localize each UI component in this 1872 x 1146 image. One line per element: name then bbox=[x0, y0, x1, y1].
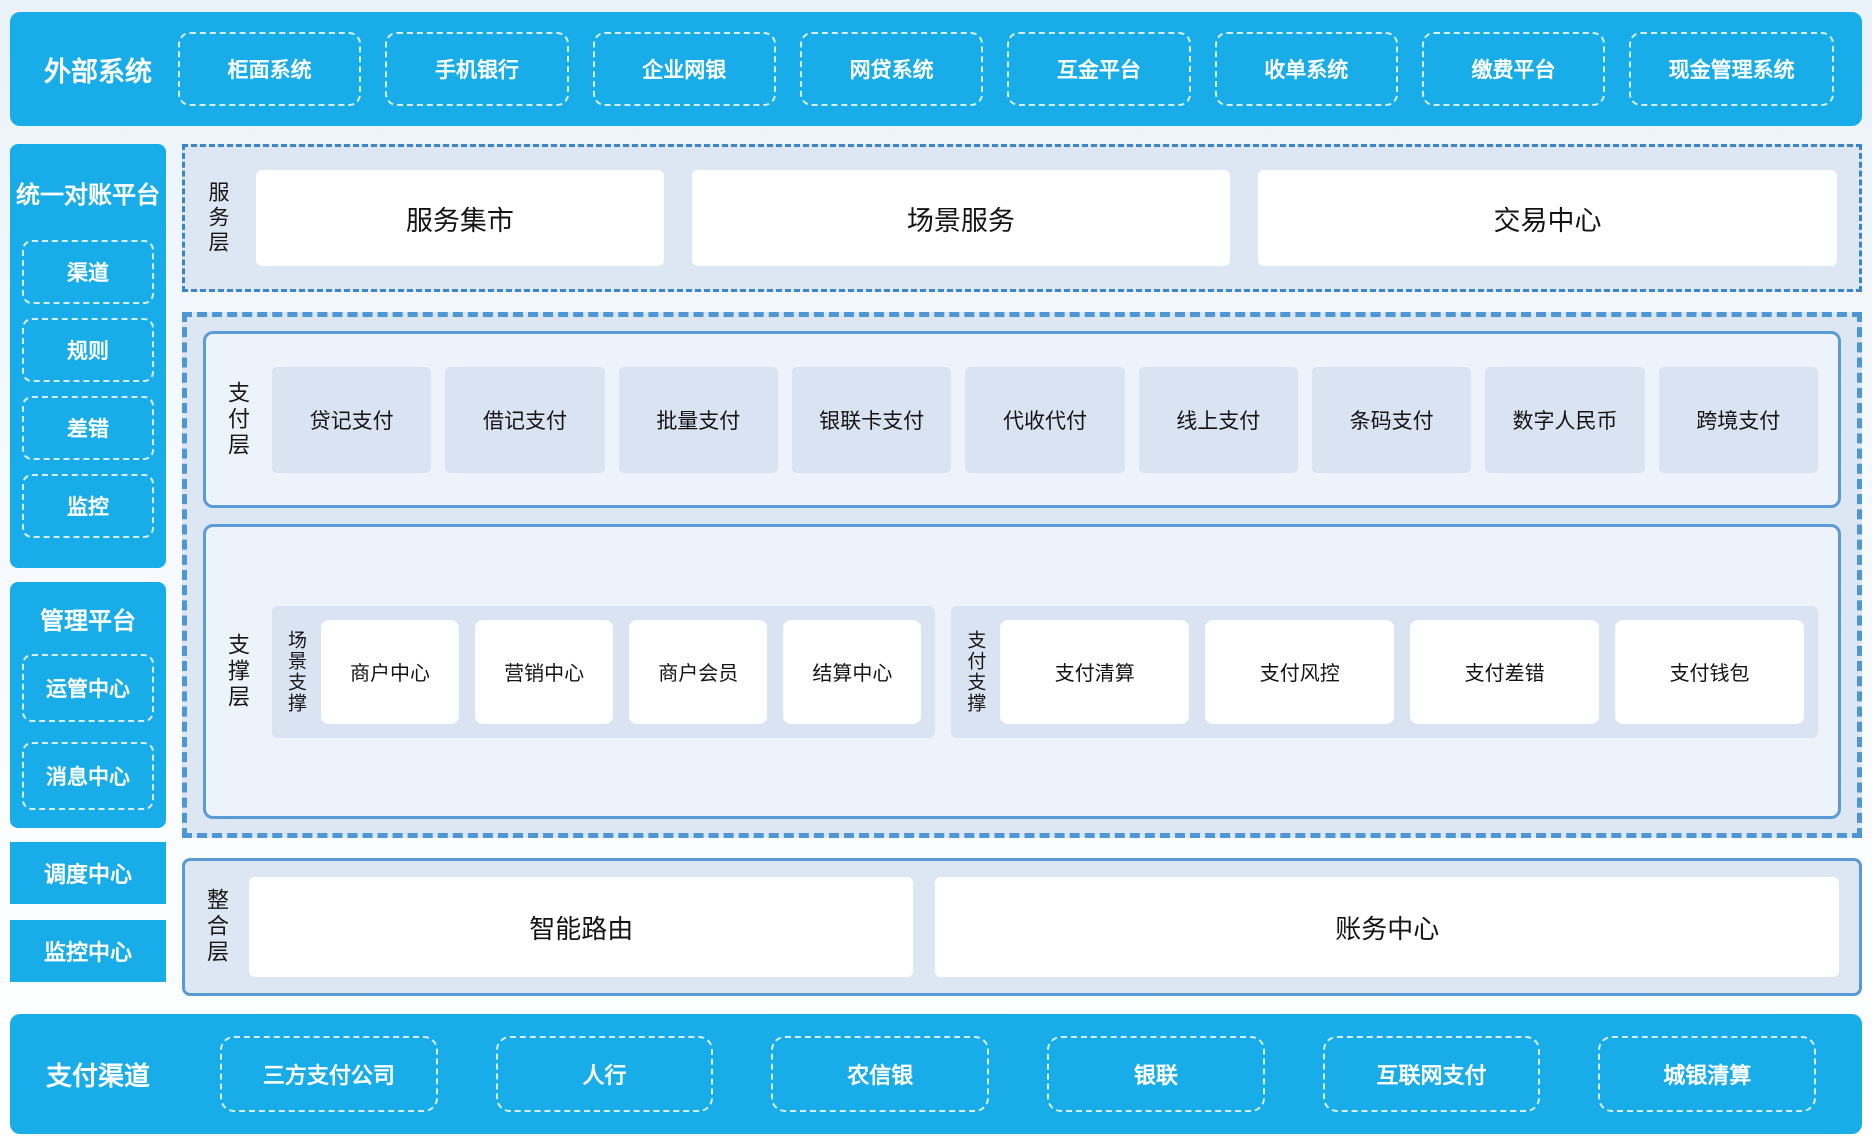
service-box: 场景服务 bbox=[691, 170, 1230, 266]
reconciliation-platform-box: 统一对账平台 渠道 规则 差错 监控 bbox=[10, 144, 166, 568]
payment-support-items: 支付清算 支付风控 支付差错 支付钱包 bbox=[1000, 619, 1805, 724]
support-layer-label: 支撑层 bbox=[225, 632, 250, 711]
external-system-box: 企业网银 bbox=[592, 32, 776, 106]
payment-support-item: 支付钱包 bbox=[1615, 619, 1805, 724]
reconciliation-item: 渠道 bbox=[22, 240, 154, 304]
external-systems-items: 柜面系统 手机银行 企业网银 网贷系统 互金平台 收单系统 缴费平台 现金管理系… bbox=[178, 32, 1835, 106]
payment-item: 条码支付 bbox=[1311, 366, 1472, 473]
payment-support-item: 支付差错 bbox=[1410, 619, 1600, 724]
scene-support-label: 场景支撑 bbox=[285, 629, 306, 714]
external-systems-bar: 外部系统 柜面系统 手机银行 企业网银 网贷系统 互金平台 收单系统 缴费平台 … bbox=[10, 12, 1862, 126]
integration-layer-label: 整合层 bbox=[204, 888, 229, 966]
external-system-box: 互金平台 bbox=[1007, 32, 1191, 106]
payment-item: 数字人民币 bbox=[1485, 366, 1645, 473]
external-system-box: 收单系统 bbox=[1214, 32, 1398, 106]
integration-box: 智能路由 bbox=[249, 877, 914, 977]
external-system-box: 手机银行 bbox=[385, 32, 569, 106]
management-item: 消息中心 bbox=[22, 742, 154, 810]
reconciliation-item: 规则 bbox=[22, 318, 154, 382]
payment-support-item: 支付清算 bbox=[1000, 619, 1190, 724]
integration-box: 账务中心 bbox=[935, 877, 1839, 977]
scene-support-item: 商户会员 bbox=[629, 619, 768, 724]
payment-support-label: 支付支撑 bbox=[964, 629, 986, 714]
payment-layer-box: 支付层 贷记支付 借记支付 批量支付 银联卡支付 代收代付 线上支付 条码支付 … bbox=[203, 331, 1841, 509]
external-systems-title: 外部系统 bbox=[44, 56, 152, 87]
middle-section: 统一对账平台 渠道 规则 差错 监控 管理平台 运管中心 消息中心 调度中心 监… bbox=[10, 144, 1862, 996]
service-layer-label: 服务层 bbox=[206, 180, 229, 256]
payment-item: 批量支付 bbox=[618, 366, 778, 473]
management-item: 运管中心 bbox=[22, 654, 154, 722]
payment-items: 贷记支付 借记支付 批量支付 银联卡支付 代收代付 线上支付 条码支付 数字人民… bbox=[272, 366, 1818, 473]
payment-layer-label: 支付层 bbox=[225, 380, 250, 459]
payment-channel-box: 农信银 bbox=[771, 1036, 990, 1112]
scene-support-item: 商户中心 bbox=[321, 619, 460, 724]
service-box: 交易中心 bbox=[1257, 170, 1837, 266]
service-layer-panel: 服务层 服务集市 场景服务 交易中心 bbox=[182, 144, 1862, 292]
payment-item: 借记支付 bbox=[445, 366, 605, 473]
dispatch-center-box: 调度中心 bbox=[10, 842, 166, 904]
payment-item: 代收代付 bbox=[965, 366, 1125, 473]
payment-item: 跨境支付 bbox=[1658, 366, 1818, 473]
scene-support-item: 营销中心 bbox=[475, 619, 614, 724]
payment-item: 贷记支付 bbox=[272, 366, 432, 473]
reconciliation-item: 监控 bbox=[22, 474, 154, 538]
payment-item: 线上支付 bbox=[1138, 366, 1298, 473]
external-system-box: 现金管理系统 bbox=[1629, 32, 1835, 106]
payment-item: 银联卡支付 bbox=[791, 366, 952, 473]
support-groups: 场景支撑 商户中心 营销中心 商户会员 结算中心 支付支撑 支付清算 bbox=[272, 605, 1818, 738]
integration-layer-panel: 整合层 智能路由 账务中心 bbox=[182, 858, 1862, 996]
core-layers-panel: 支付层 贷记支付 借记支付 批量支付 银联卡支付 代收代付 线上支付 条码支付 … bbox=[182, 312, 1862, 838]
external-system-box: 柜面系统 bbox=[178, 32, 362, 106]
reconciliation-platform-title: 统一对账平台 bbox=[16, 181, 160, 209]
management-platform-box: 管理平台 运管中心 消息中心 bbox=[10, 582, 166, 828]
payment-channel-box: 人行 bbox=[495, 1036, 714, 1112]
payment-channels-title: 支付渠道 bbox=[46, 1060, 151, 1091]
payment-support-item: 支付风控 bbox=[1205, 619, 1395, 724]
scene-support-item: 结算中心 bbox=[783, 619, 922, 724]
payment-channel-box: 城银清算 bbox=[1598, 1036, 1817, 1112]
layers-column: 服务层 服务集市 场景服务 交易中心 支付层 贷记支付 借记支付 批量支付 银联… bbox=[182, 144, 1862, 996]
payment-channels-bar: 支付渠道 三方支付公司 人行 农信银 银联 互联网支付 城银清算 bbox=[10, 1014, 1862, 1134]
payment-channel-items: 三方支付公司 人行 农信银 银联 互联网支付 城银清算 bbox=[220, 1036, 1817, 1112]
management-items: 运管中心 消息中心 bbox=[10, 654, 166, 828]
monitor-center-box: 监控中心 bbox=[10, 920, 166, 982]
reconciliation-items: 渠道 规则 差错 监控 bbox=[10, 240, 166, 556]
payment-channel-box: 互联网支付 bbox=[1322, 1036, 1541, 1112]
payment-channel-box: 银联 bbox=[1047, 1036, 1265, 1112]
left-sidebar: 统一对账平台 渠道 规则 差错 监控 管理平台 运管中心 消息中心 调度中心 监… bbox=[10, 144, 166, 996]
reconciliation-item: 差错 bbox=[22, 396, 154, 460]
support-layer-box: 支撑层 场景支撑 商户中心 营销中心 商户会员 结算中心 bbox=[203, 524, 1841, 819]
payment-channel-box: 三方支付公司 bbox=[220, 1036, 438, 1112]
payment-support-group: 支付支撑 支付清算 支付风控 支付差错 支付钱包 bbox=[951, 605, 1818, 738]
scene-support-group: 场景支撑 商户中心 营销中心 商户会员 结算中心 bbox=[272, 605, 936, 738]
scene-support-items: 商户中心 营销中心 商户会员 结算中心 bbox=[321, 619, 922, 724]
management-platform-title: 管理平台 bbox=[40, 607, 136, 635]
service-box: 服务集市 bbox=[256, 170, 664, 266]
external-system-box: 缴费平台 bbox=[1421, 32, 1606, 106]
external-system-box: 网贷系统 bbox=[799, 32, 984, 106]
